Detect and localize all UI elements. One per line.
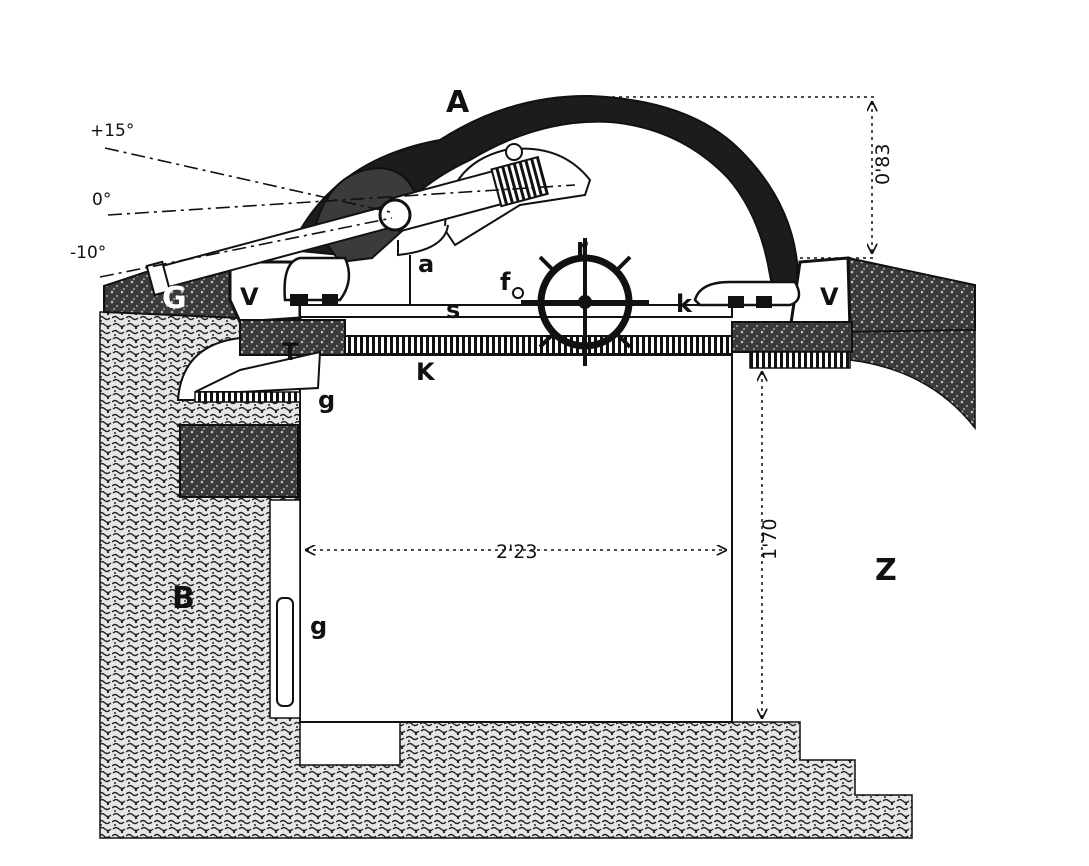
traverse-handwheel[interactable] <box>521 238 649 366</box>
ammunition-store <box>179 424 299 498</box>
angle-elevation-max: +15° <box>90 121 134 141</box>
dimension-chamber-height: 1'70 <box>759 519 781 561</box>
label-f: f <box>500 268 511 296</box>
cupola-armor <box>288 94 798 302</box>
dimension-lines <box>306 96 875 718</box>
collar-plate-right <box>749 351 851 369</box>
dimension-chamber-width: 2'23 <box>496 541 538 563</box>
elevation-lines <box>99 147 576 278</box>
armor-collar-left <box>239 319 346 356</box>
roller-mid <box>322 294 338 306</box>
roller-right-2 <box>756 296 772 308</box>
label-v-right: V <box>820 283 839 311</box>
lower-shell <box>276 597 294 707</box>
label-v-left: V <box>240 283 259 311</box>
breech-block <box>490 155 549 208</box>
elevating-arc <box>397 224 449 257</box>
label-g-upper: g <box>318 386 335 414</box>
label-r: r <box>576 233 588 261</box>
pointer-f <box>512 287 524 299</box>
gun <box>145 155 549 297</box>
earth-mass <box>99 311 913 839</box>
glacis-right <box>846 256 976 334</box>
cupola-base-left <box>283 256 351 302</box>
roller-left <box>290 294 308 306</box>
cupola-base-right <box>693 280 801 307</box>
label-g-glacis: G <box>162 281 187 316</box>
label-s: s <box>446 296 460 324</box>
turret-chamber <box>299 354 733 723</box>
hoist-cradle <box>194 391 301 403</box>
earth-slope-right <box>849 329 976 431</box>
label-b: B <box>172 581 195 616</box>
rail-s <box>299 304 733 318</box>
label-g-lower: g <box>310 612 327 640</box>
label-t: T <box>282 338 299 366</box>
gun-muzzle <box>145 260 172 297</box>
angle-depression-max: -10° <box>70 243 106 263</box>
pivot-lug <box>505 143 523 161</box>
floor-beam-k <box>344 335 733 355</box>
angle-horizontal: 0° <box>92 190 111 210</box>
label-k-large: K <box>416 358 436 386</box>
armor-collar-right <box>731 321 853 353</box>
label-k-small: k <box>676 290 693 318</box>
label-z: Z <box>875 553 897 588</box>
trunnion <box>378 198 412 232</box>
dimension-cupola-height: 0'83 <box>872 144 894 186</box>
label-a-lower: a <box>418 250 434 278</box>
label-a-upper: A <box>446 85 470 120</box>
roller-right-1 <box>728 296 744 308</box>
